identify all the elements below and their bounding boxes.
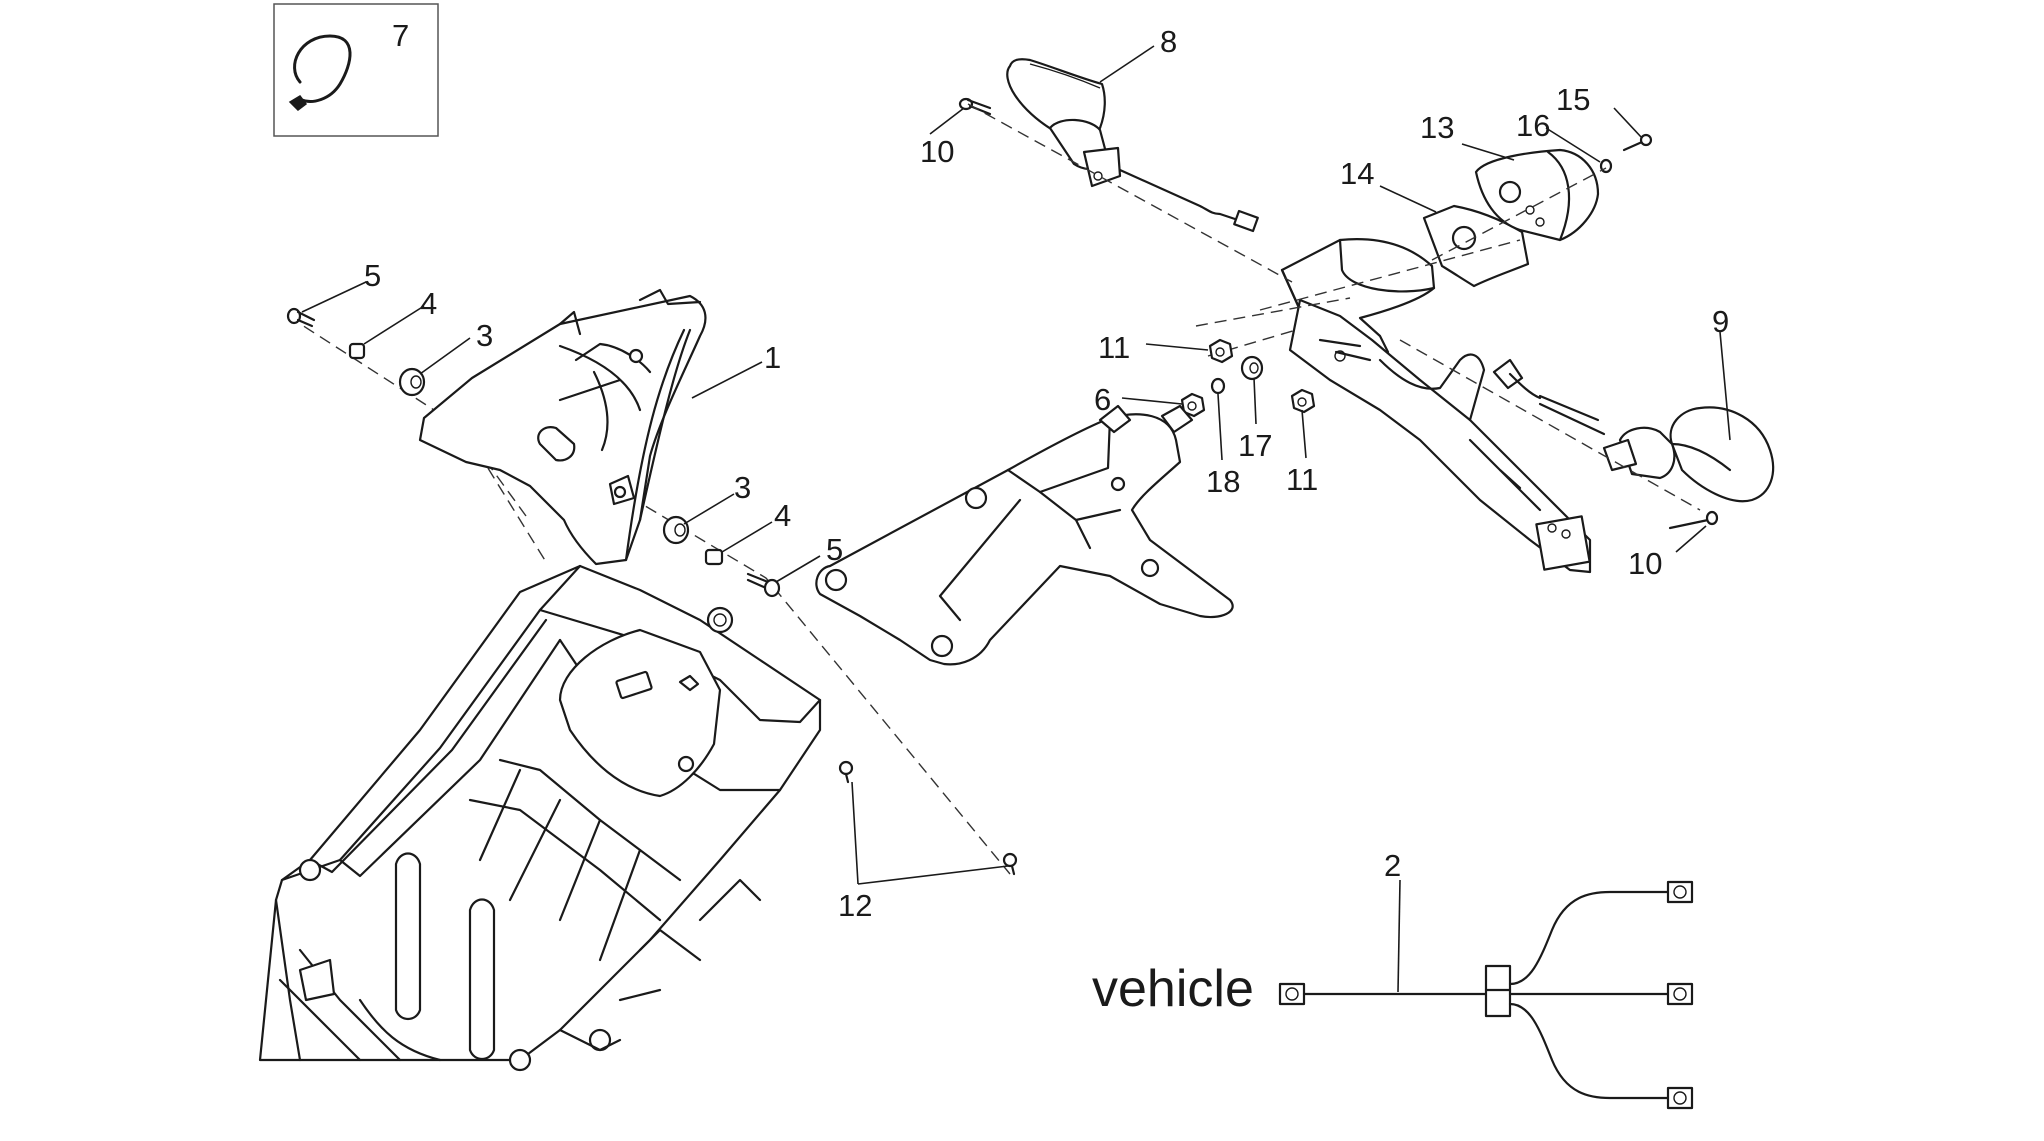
callout-2: 2 (1384, 848, 1401, 883)
callout-5-lower: 5 (826, 532, 843, 567)
callout-14: 14 (1340, 156, 1374, 191)
part-3-grommet-right: 3 (662, 470, 751, 545)
part-18-spacer: 18 (1206, 377, 1240, 499)
part-17-bushing: 17 (1238, 355, 1272, 463)
part-10-screw-lower: 10 (1628, 510, 1719, 581)
callout-7: 7 (392, 18, 409, 53)
part-9-turn-indicator: 9 (1492, 304, 1775, 503)
part-10-screw-upper: 10 (920, 97, 992, 169)
part-5-screw-left: 5 (286, 258, 381, 328)
callout-10-lower: 10 (1628, 546, 1662, 581)
center-mounting-bracket (815, 404, 1234, 666)
license-plate-holder (1280, 238, 1592, 574)
part-2-wiring-harness: 2 vehicle (1092, 848, 1694, 1110)
callout-9: 9 (1712, 304, 1729, 339)
part-13-lamp-cover: 13 (1420, 110, 1600, 242)
rear-mudguard-undertray (258, 564, 822, 1072)
vehicle-label: vehicle (1092, 960, 1254, 1018)
callout-4-lower: 4 (774, 498, 791, 533)
callout-8: 8 (1160, 24, 1177, 59)
callout-3-upper: 3 (476, 318, 493, 353)
part-14-bracket-plate: 14 (1340, 156, 1530, 288)
callout-15: 15 (1556, 82, 1590, 117)
part-11-nut-right: 11 (1286, 388, 1318, 497)
callout-3-lower: 3 (734, 470, 751, 505)
callout-16: 16 (1516, 108, 1550, 143)
callout-5-upper: 5 (364, 258, 381, 293)
callout-6: 6 (1094, 382, 1111, 417)
part-3-grommet-left: 3 (398, 318, 493, 397)
callout-10-upper: 10 (920, 134, 954, 169)
part-15-screw: 15 (1556, 82, 1653, 152)
part-5-screw-right: 5 (746, 532, 843, 598)
callout-1: 1 (764, 340, 781, 375)
callout-4-upper: 4 (420, 286, 437, 321)
wire-clip-icon (288, 34, 352, 111)
callout-12: 12 (838, 888, 872, 923)
part-4-spacer-right: 4 (704, 498, 791, 566)
callout-13: 13 (1420, 110, 1454, 145)
part-11-nut-left: 11 (1098, 330, 1234, 365)
callout-17: 17 (1238, 428, 1272, 463)
part-4-spacer-left: 4 (348, 286, 437, 360)
callout-11-right: 11 (1286, 462, 1318, 497)
kit-box: 7 (273, 3, 439, 137)
callout-18: 18 (1206, 464, 1240, 499)
part-8-turn-indicator (1006, 58, 1259, 233)
callout-11-left: 11 (1098, 330, 1130, 365)
part-1-tail-cover: 1 (418, 288, 781, 566)
part-6-nut: 6 (1094, 382, 1206, 418)
part-16-washer: 16 (1516, 108, 1613, 174)
part-12-clips: 12 (838, 760, 1018, 923)
